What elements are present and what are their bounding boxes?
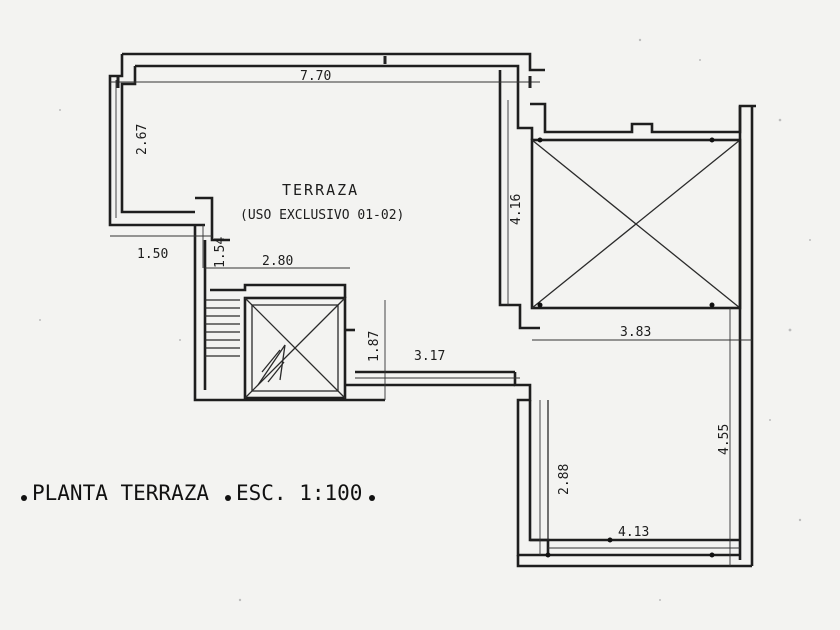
- right-void-block: [530, 102, 756, 566]
- dim-stair-width: 2.80: [262, 254, 293, 269]
- dim-lower-width: 4.13: [618, 525, 649, 540]
- dim-terrace-width: 7.70: [300, 69, 331, 84]
- dim-mid-height: 1.87: [367, 331, 382, 362]
- room-use: (USO EXCLUSIVO 01-02): [240, 208, 404, 223]
- dim-lower-height: 2.88: [557, 464, 572, 495]
- plan-scale: ESC. 1:100: [236, 481, 362, 505]
- dim-right-block-height: 4.16: [509, 194, 524, 225]
- dim-mid-width: 3.17: [414, 349, 445, 364]
- plan-title: PLANTA TERRAZA: [32, 481, 209, 505]
- dim-right-total-height: 4.55: [717, 424, 732, 455]
- dim-right-block-width: 3.83: [620, 325, 651, 340]
- dimension-lines: [110, 56, 752, 566]
- room-name: TERRAZA: [282, 181, 359, 199]
- dim-left-offset: 1.50: [137, 247, 168, 262]
- drawing-title: PLANTA TERRAZA ESC. 1:100: [21, 481, 375, 505]
- dim-terrace-left-height: 2.67: [135, 124, 150, 155]
- terrace-walls: [108, 52, 545, 330]
- stair-core: [193, 225, 515, 402]
- lower-block: [513, 372, 752, 568]
- dim-stair-well-height: 1.54: [213, 237, 228, 268]
- paper-texture: [39, 38, 811, 602]
- stair-treads: [205, 299, 240, 357]
